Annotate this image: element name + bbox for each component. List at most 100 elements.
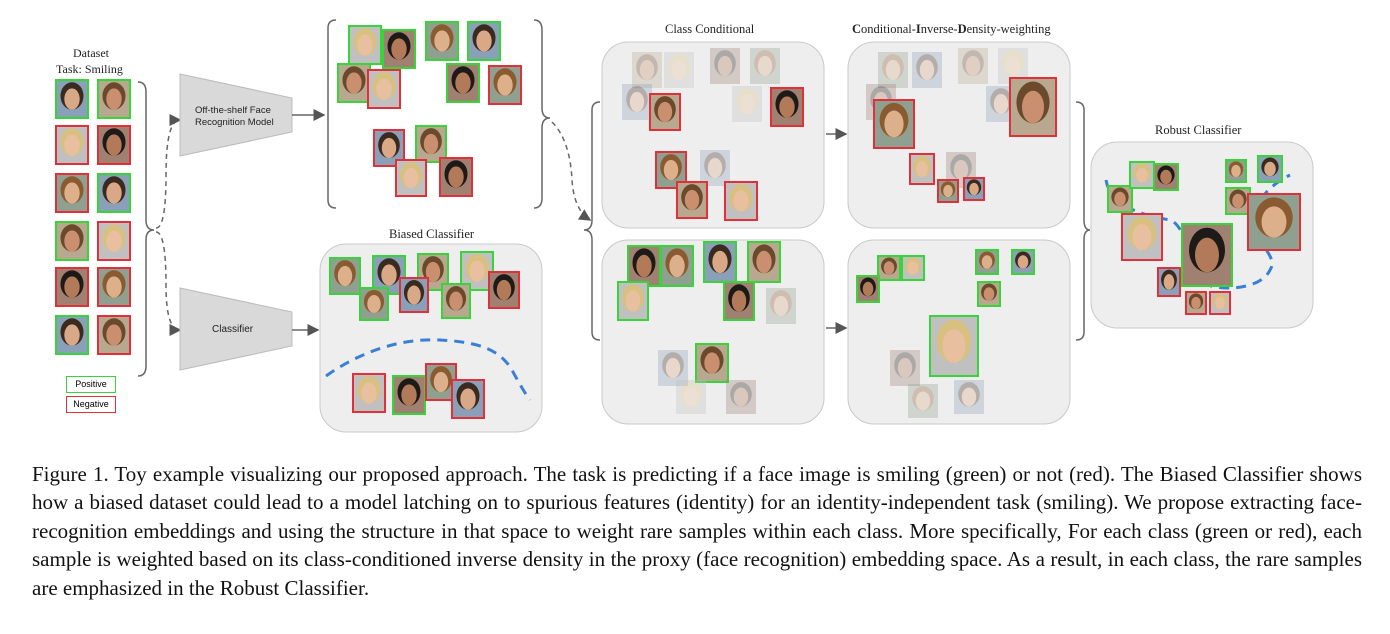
- face-thumbnail: [1181, 223, 1233, 287]
- face-thumbnail: [415, 125, 447, 163]
- face-thumbnail: [55, 79, 89, 119]
- cidw-title-i: I: [915, 22, 921, 36]
- face-thumbnail: [890, 350, 920, 386]
- legend-negative: Negative: [66, 396, 116, 413]
- face-thumbnail: [1129, 161, 1155, 189]
- face-thumbnail: [441, 283, 471, 319]
- face-thumbnail: [1185, 291, 1207, 315]
- face-thumbnail: [726, 380, 756, 414]
- face-thumbnail: [97, 173, 131, 213]
- face-thumbnail: [451, 379, 485, 419]
- face-thumbnail: [695, 343, 729, 383]
- dataset-title: Dataset: [73, 46, 109, 60]
- face-thumbnail: [97, 267, 131, 307]
- face-thumbnail: [352, 373, 386, 413]
- legend-positive: Positive: [66, 376, 116, 393]
- biased-classifier-title: Biased Classifier: [389, 227, 475, 241]
- face-thumbnail: [359, 287, 389, 321]
- face-thumbnail: [912, 52, 942, 88]
- face-thumbnail: [664, 52, 694, 88]
- face-thumbnail: [700, 150, 730, 186]
- face-thumbnail: [909, 153, 935, 185]
- face-thumbnail: [439, 157, 473, 197]
- face-thumbnail: [488, 65, 522, 105]
- face-thumbnail: [937, 179, 959, 203]
- face-thumbnail: [878, 52, 908, 88]
- face-thumbnail: [954, 380, 984, 414]
- face-thumbnail: [632, 52, 662, 88]
- arrow-to-classifier: [155, 231, 182, 336]
- face-thumbnail: [1009, 77, 1057, 137]
- face-thumbnail: [1209, 291, 1231, 315]
- face-thumbnail: [975, 249, 999, 275]
- face-thumbnail: [1153, 163, 1179, 191]
- face-thumbnail: [655, 151, 687, 189]
- face-thumbnail: [617, 281, 649, 321]
- cidw-title-d: D: [957, 22, 967, 36]
- cidw-title-2: nverse-: [920, 22, 958, 36]
- cidw-title-c: C: [852, 22, 862, 36]
- face-thumbnail: [1257, 155, 1283, 183]
- face-thumbnail: [382, 29, 416, 69]
- face-thumbnail: [488, 271, 520, 309]
- robust-classifier-title: Robust Classifier: [1155, 123, 1242, 137]
- face-thumbnail: [929, 315, 979, 377]
- face-thumbnail: [97, 125, 131, 165]
- face-thumbnail: [723, 281, 755, 321]
- face-thumbnail: [1011, 249, 1035, 275]
- face-thumbnail: [856, 275, 880, 303]
- face-thumbnail: [703, 241, 737, 283]
- face-thumbnail: [977, 281, 1001, 307]
- face-thumbnail: [770, 87, 804, 127]
- classifier-shape: [179, 287, 293, 371]
- face-thumbnail: [908, 384, 938, 418]
- figure-caption: Figure 1. Toy example visualizing our pr…: [32, 462, 1362, 600]
- arrow-embed-to-cc: [551, 121, 592, 221]
- face-thumbnail: [97, 79, 131, 119]
- face-thumbnail: [399, 277, 429, 313]
- cc-brace: [583, 101, 601, 341]
- face-thumbnail: [724, 181, 758, 221]
- face-model-label-2: Recognition Model: [195, 117, 274, 128]
- face-thumbnail: [55, 125, 89, 165]
- face-thumbnail: [963, 177, 985, 201]
- face-thumbnail: [1107, 185, 1133, 213]
- cidw-title: Conditional-Inverse-Density-weighting: [852, 22, 1051, 37]
- biased-boundary: [325, 338, 532, 401]
- face-thumbnails: [55, 21, 1301, 419]
- face-thumbnail: [467, 21, 501, 61]
- face-thumbnail: [998, 48, 1028, 84]
- embed-brace-right: [533, 19, 551, 209]
- face-thumbnail: [676, 380, 706, 414]
- cidw-title-1: onditional-: [861, 22, 916, 36]
- embed-brace-left: [327, 19, 337, 209]
- face-thumbnail: [55, 221, 89, 261]
- face-thumbnail: [446, 63, 480, 103]
- face-thumbnail: [395, 159, 427, 197]
- face-thumbnail: [873, 99, 915, 149]
- face-thumbnail: [425, 21, 459, 61]
- face-thumbnail: [97, 221, 131, 261]
- face-model-shape: [179, 73, 293, 157]
- cidw-title-3: ensity-weighting: [966, 22, 1051, 36]
- face-thumbnail: [97, 315, 131, 355]
- face-thumbnail: [766, 288, 796, 324]
- face-thumbnail: [392, 375, 426, 415]
- face-thumbnail: [367, 69, 401, 109]
- face-thumbnail: [1225, 187, 1251, 215]
- face-thumbnail: [55, 315, 89, 355]
- face-thumbnail: [337, 63, 371, 103]
- face-thumbnail: [732, 86, 762, 122]
- face-thumbnail: [329, 257, 361, 295]
- face-thumbnail: [1247, 193, 1301, 251]
- face-thumbnail: [710, 48, 740, 84]
- arrow-to-face-model: [155, 114, 182, 229]
- cidw-brace: [1075, 101, 1091, 341]
- face-thumbnail: [901, 255, 925, 281]
- face-thumbnail: [627, 245, 661, 287]
- face-thumbnail: [660, 245, 694, 287]
- face-thumbnail: [1225, 159, 1247, 183]
- dataset-brace: [137, 81, 155, 377]
- face-thumbnail: [348, 25, 382, 65]
- face-thumbnail: [750, 48, 780, 84]
